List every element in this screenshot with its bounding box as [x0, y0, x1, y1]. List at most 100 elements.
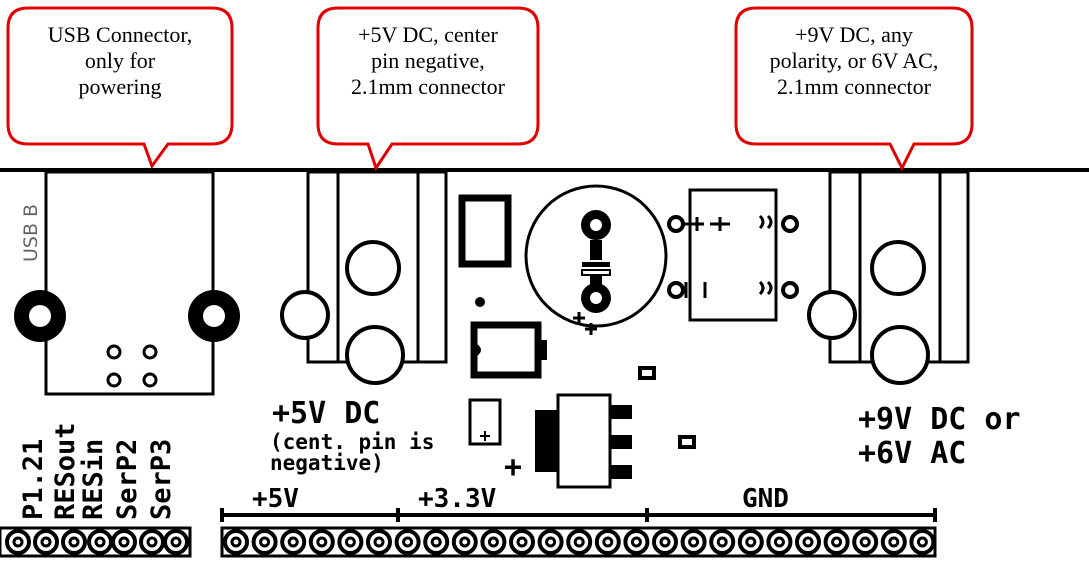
callout-bubble-9v: [734, 6, 974, 172]
callout-bubble-5v: [316, 6, 540, 172]
header-pin-hole: [344, 536, 356, 548]
header-pin-hole: [146, 536, 158, 548]
header-pin-hole: [716, 536, 728, 548]
header-pin-hole: [430, 536, 442, 548]
header-pin-hole: [12, 536, 24, 548]
header-pin: [280, 529, 307, 555]
header-pin-hole: [659, 536, 671, 548]
header-pin: [423, 529, 450, 555]
header-pin: [223, 529, 249, 555]
header-pin: [139, 529, 165, 555]
plus-sign: +: [504, 450, 523, 485]
label-9v-dc: +9V DC or: [858, 402, 1021, 437]
pin-label: P1.21: [18, 438, 49, 520]
header-pin-hole: [68, 536, 80, 548]
header-pin: [823, 529, 850, 555]
header-pin-hole: [602, 536, 614, 548]
header-pin: [737, 529, 764, 555]
header-pin: [566, 529, 593, 555]
header-pin: [394, 529, 421, 555]
usb-connector: [14, 170, 240, 396]
header-pin: [61, 529, 87, 555]
dc-jack-5v: [280, 170, 448, 385]
pin1-dot: [475, 297, 485, 307]
header-pin: [111, 529, 137, 555]
tantalum-cap: [468, 398, 502, 446]
header-pin-hole: [373, 536, 385, 548]
header-pin-hole: [259, 536, 271, 548]
header-pin: [537, 529, 564, 555]
header-pin: [795, 529, 821, 555]
header-pin-hole: [859, 536, 871, 548]
header-label-5v: +5V: [252, 484, 299, 514]
dc-jack-9v: [807, 170, 970, 385]
header-pin: [5, 529, 31, 555]
label-6v-ac: +6V AC: [858, 436, 967, 471]
label-5v-note: (cent. pin is negative): [270, 430, 435, 475]
header-pin: [251, 529, 278, 555]
pad: [638, 366, 656, 380]
header-pin: [909, 529, 936, 555]
header-pin-hole: [916, 536, 928, 548]
pin-label: RESout: [50, 422, 81, 520]
header-label-3v3: +3.3V: [418, 484, 497, 514]
rectifier-bridge: [667, 188, 799, 322]
capacitor-smd: [458, 194, 512, 268]
header-pin-hole: [688, 536, 700, 548]
header-pin-hole: [170, 536, 182, 548]
label-5v-dc: +5V DC: [272, 396, 381, 431]
diode: [470, 321, 547, 379]
header-pin-hole: [40, 536, 52, 548]
header-pin: [623, 529, 650, 555]
header-pin: [451, 529, 478, 555]
header-pin-hole: [745, 536, 757, 548]
header-pin-hole: [316, 536, 328, 548]
pin-header-left: [0, 526, 192, 558]
header-pin: [652, 529, 678, 555]
header-pin-hole: [459, 536, 471, 548]
header-pin: [709, 529, 736, 555]
voltage-regulator: [535, 393, 632, 489]
callout-5v-text: +5V DC, center pin negative, 2.1mm conne…: [351, 22, 505, 99]
header-pin: [337, 529, 364, 555]
header-pin-hole: [94, 536, 106, 548]
callout-usb-text: USB Connector, only for powering: [47, 22, 193, 99]
header-outline: [0, 526, 192, 558]
header-pin-hole: [402, 536, 414, 548]
header-pin-hole: [773, 536, 785, 548]
header-pin-hole: [802, 536, 814, 548]
pin-header-main: [220, 526, 937, 558]
pin-label: RESin: [78, 438, 109, 520]
header-pin: [163, 529, 189, 555]
header-pin: [308, 529, 335, 555]
pin-label: SerP2: [112, 438, 143, 520]
header-pin-hole: [630, 536, 642, 548]
header-pin-hole: [545, 536, 557, 548]
pad: [678, 435, 696, 449]
header-pin-hole: [230, 536, 242, 548]
pin-label: SerP3: [146, 438, 177, 520]
electrolytic-capacitor: [524, 184, 668, 335]
header-pin-hole: [487, 536, 499, 548]
callout-bubble-usb: [6, 6, 234, 170]
header-pin-hole: [573, 536, 585, 548]
header-pin-hole: [287, 536, 299, 548]
header-pin: [880, 529, 907, 555]
header-pin: [852, 529, 879, 555]
header-pin-hole: [516, 536, 528, 548]
header-pin: [480, 529, 507, 555]
usb-b-label: USB B: [20, 203, 42, 262]
header-pin: [366, 529, 392, 555]
header-pin: [766, 529, 793, 555]
header-pin-hole: [888, 536, 900, 548]
header-label-gnd: GND: [742, 484, 789, 514]
header-pin: [594, 529, 621, 555]
header-pin-hole: [831, 536, 843, 548]
callout-9v-text: +9V DC, any polarity, or 6V AC, 2.1mm co…: [769, 22, 939, 99]
header-pin: [680, 529, 707, 555]
header-pin: [33, 529, 59, 555]
header-pin-hole: [118, 536, 130, 548]
header-pin: [509, 529, 535, 555]
